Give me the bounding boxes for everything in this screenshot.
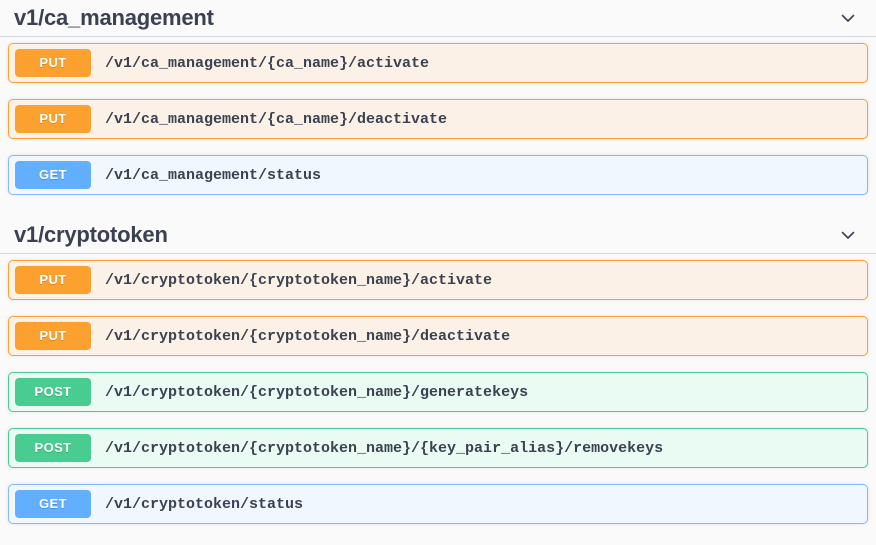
method-badge-post: POST bbox=[15, 378, 91, 406]
method-badge-post: POST bbox=[15, 434, 91, 462]
method-badge-put: PUT bbox=[15, 105, 91, 133]
method-badge-get: GET bbox=[15, 161, 91, 189]
tag-section-cryptotoken: v1/cryptotoken PUT /v1/cryptotoken/{cryp… bbox=[0, 217, 876, 524]
method-badge-put: PUT bbox=[15, 266, 91, 294]
chevron-down-icon[interactable] bbox=[834, 4, 862, 32]
tag-section-ca-management: v1/ca_management PUT /v1/ca_management/{… bbox=[0, 0, 876, 195]
operation-row[interactable]: PUT /v1/ca_management/{ca_name}/deactiva… bbox=[8, 99, 868, 139]
tag-title: v1/cryptotoken bbox=[14, 222, 168, 247]
section-divider bbox=[0, 253, 876, 254]
operation-path: /v1/ca_management/status bbox=[105, 166, 322, 184]
method-badge-put: PUT bbox=[15, 49, 91, 77]
operation-path: /v1/cryptotoken/{cryptotoken_name}/activ… bbox=[105, 271, 493, 289]
operation-row[interactable]: POST /v1/cryptotoken/{cryptotoken_name}/… bbox=[8, 372, 868, 412]
operation-path: /v1/ca_management/{ca_name}/activate bbox=[105, 54, 430, 72]
section-divider bbox=[0, 36, 876, 37]
operation-row[interactable]: PUT /v1/cryptotoken/{cryptotoken_name}/d… bbox=[8, 316, 868, 356]
operation-path: /v1/cryptotoken/{cryptotoken_name}/deact… bbox=[105, 327, 511, 345]
method-badge-put: PUT bbox=[15, 322, 91, 350]
operation-row[interactable]: POST /v1/cryptotoken/{cryptotoken_name}/… bbox=[8, 428, 868, 468]
operation-row[interactable]: PUT /v1/cryptotoken/{cryptotoken_name}/a… bbox=[8, 260, 868, 300]
chevron-down-icon[interactable] bbox=[834, 221, 862, 249]
operations-cryptotoken: PUT /v1/cryptotoken/{cryptotoken_name}/a… bbox=[0, 254, 876, 524]
operation-row[interactable]: PUT /v1/ca_management/{ca_name}/activate bbox=[8, 43, 868, 83]
operation-row[interactable]: GET /v1/cryptotoken/status bbox=[8, 484, 868, 524]
tag-header-ca-management[interactable]: v1/ca_management bbox=[0, 0, 876, 36]
operation-path: /v1/cryptotoken/{cryptotoken_name}/gener… bbox=[105, 383, 529, 401]
api-operations-list: v1/ca_management PUT /v1/ca_management/{… bbox=[0, 0, 876, 524]
operations-ca-management: PUT /v1/ca_management/{ca_name}/activate… bbox=[0, 37, 876, 195]
operation-row[interactable]: GET /v1/ca_management/status bbox=[8, 155, 868, 195]
operation-path: /v1/cryptotoken/{cryptotoken_name}/{key_… bbox=[105, 439, 664, 457]
tag-title: v1/ca_management bbox=[14, 5, 214, 30]
operation-path: /v1/ca_management/{ca_name}/deactivate bbox=[105, 110, 448, 128]
operation-path: /v1/cryptotoken/status bbox=[105, 495, 304, 513]
method-badge-get: GET bbox=[15, 490, 91, 518]
tag-header-cryptotoken[interactable]: v1/cryptotoken bbox=[0, 217, 876, 253]
